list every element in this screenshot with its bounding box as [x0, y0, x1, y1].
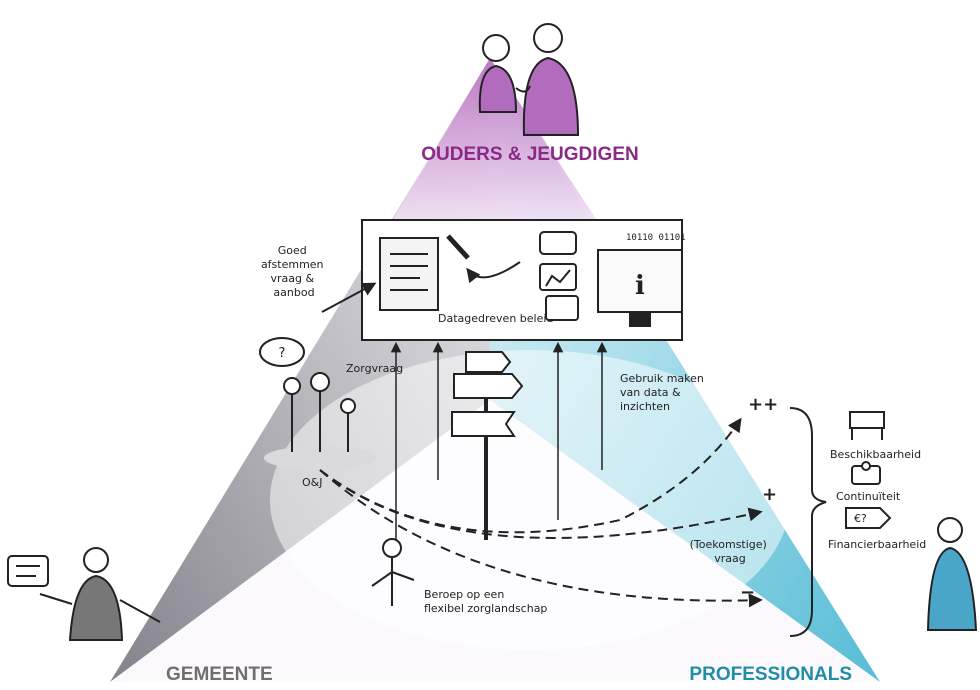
beroep-label: Beroep op een flexibel zorglandschap [424, 588, 547, 615]
outcome-financierbaarheid: Financierbaarheid [828, 538, 926, 551]
question-bubble: ? [259, 337, 305, 367]
pathway-arrows [319, 417, 763, 608]
speech-note-icon [7, 555, 49, 587]
info-symbol: i [635, 271, 645, 301]
money-tag-text: €? [854, 512, 867, 525]
upward-arrows [390, 341, 608, 540]
corner-right-label: PROFESSIONALS [689, 664, 852, 685]
afstemmen-arrow [321, 282, 377, 313]
outcome-beschikbaarheid: Beschikbaarheid [830, 448, 921, 461]
goed-afstemmen-label: Goed afstemmen vraag & aanbod [261, 244, 327, 299]
sign-plus: + [762, 484, 777, 505]
sign-minus: − [740, 582, 755, 603]
svg-text:?: ? [279, 346, 286, 361]
corner-top-label: OUDERS & JEUGDIGEN [421, 144, 638, 165]
gemeente-person-illustration [39, 547, 161, 641]
binary-code: 10110 01101 [626, 233, 686, 243]
zorgvraag-label: Zorgvraag [346, 362, 403, 375]
chart-icons-cluster [539, 231, 579, 321]
outcome-continuiteit: Continuïteit [836, 490, 901, 503]
gebruik-data-label: Gebruik maken van data & inzichten [620, 372, 707, 413]
money-tag-icon [845, 507, 892, 529]
loop-arrow [466, 261, 521, 284]
oj-label: O&J [302, 476, 322, 489]
walking-person-illustration [371, 538, 415, 606]
puzzle-icon [851, 461, 881, 485]
outcomes-brace [789, 407, 827, 637]
corner-left-label: GEMEENTE [166, 664, 273, 685]
bed-icon [849, 411, 885, 440]
sign-plusplus: ++ [748, 394, 778, 415]
policy-label: Datagedreven beleid [438, 312, 553, 325]
professional-person-illustration [926, 517, 978, 631]
info-monitor-icon [597, 249, 683, 327]
signpost-illustration [451, 351, 524, 540]
triangle-background [110, 58, 880, 682]
policy-document-icon [379, 234, 470, 311]
parent-and-child-illustration [478, 23, 580, 136]
oj-group-illustration [264, 372, 376, 470]
toekomstige-vraag-label: (Toekomstige) vraag [690, 538, 771, 565]
